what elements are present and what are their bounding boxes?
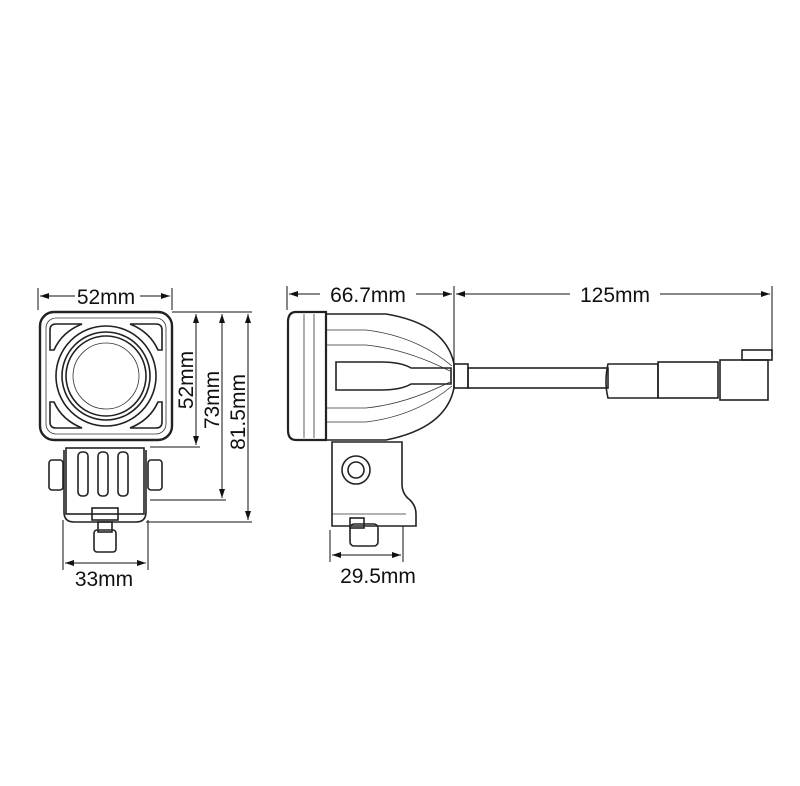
- bracket-height-label: 73mm: [201, 371, 224, 429]
- bracket-depth-label: 29.5mm: [340, 565, 416, 588]
- front-view-light: [38, 310, 174, 553]
- total-height-label: 81.5mm: [227, 374, 250, 450]
- depth-label: 66.7mm: [330, 284, 406, 307]
- head-height-label: 52mm: [175, 351, 198, 409]
- cable-length-label: 125mm: [580, 284, 650, 307]
- side-view-light: [286, 310, 773, 547]
- side-dimension-lines: [286, 286, 773, 562]
- front-width-label: 52mm: [77, 286, 135, 309]
- front-dimension-lines: [37, 288, 252, 570]
- bracket-width-label: 33mm: [75, 568, 133, 591]
